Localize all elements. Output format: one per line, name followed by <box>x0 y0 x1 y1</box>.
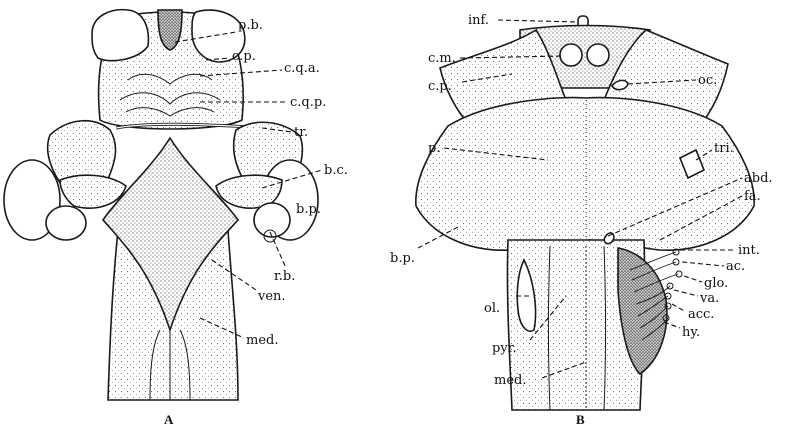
a-label-med: med. <box>246 333 278 348</box>
b-label-acc: acc. <box>688 307 714 322</box>
panel-b-letter: B <box>576 412 585 427</box>
b-label-fa: fa. <box>744 189 761 204</box>
a-label-rb: r.b. <box>274 269 295 284</box>
b-label-va: va. <box>699 291 719 306</box>
b-pons <box>416 98 754 251</box>
b-label-p: p. <box>428 141 440 156</box>
b-label-ac: ac. <box>726 259 745 274</box>
a-hemisphere-left <box>92 10 148 61</box>
b-label-glo: glo. <box>704 276 728 291</box>
a-label-bc: b.c. <box>324 163 348 178</box>
b-label-hy: hy. <box>682 325 700 340</box>
b-leader-acc <box>672 304 686 312</box>
panel-a: p.b. c.p. c.q.a. c.q.p. tr. b.c. b.p. r.… <box>4 10 348 427</box>
panel-b: inf. c.m. c.p. oc. p. tri. abd. fa. b.p.… <box>390 13 773 427</box>
a-label-cp: c.p. <box>232 49 256 64</box>
a-label-bp: b.p. <box>296 202 321 217</box>
b-leader-va <box>674 290 698 296</box>
b-label-oc: oc. <box>698 73 717 88</box>
b-label-int: int. <box>738 243 760 258</box>
b-label-bp: b.p. <box>390 251 415 266</box>
b-leader-ac <box>682 262 724 266</box>
b-label-cp: c.p. <box>428 79 452 94</box>
a-rb-left <box>46 206 86 240</box>
b-label-ol: ol. <box>484 301 500 316</box>
b-leader-glo <box>684 276 702 282</box>
a-label-ven: ven. <box>257 289 286 304</box>
panel-a-letter: A <box>164 412 174 427</box>
b-mammillary-right <box>587 44 609 66</box>
b-label-pyr: pyr. <box>492 341 517 356</box>
b-label-abd: abd. <box>744 171 773 186</box>
b-label-inf: inf. <box>468 13 489 28</box>
a-rb-right <box>254 203 290 237</box>
b-label-med: med. <box>494 373 526 388</box>
b-label-cm: c.m. <box>428 51 456 66</box>
b-mammillary-left <box>560 44 582 66</box>
a-label-cqa: c.q.a. <box>284 61 320 76</box>
b-leader-inf <box>498 20 578 22</box>
b-label-tri: tri. <box>714 141 734 156</box>
a-label-pb: p.b. <box>238 18 263 33</box>
a-label-cqp: c.q.p. <box>290 95 326 110</box>
a-label-tr: tr. <box>294 125 308 140</box>
